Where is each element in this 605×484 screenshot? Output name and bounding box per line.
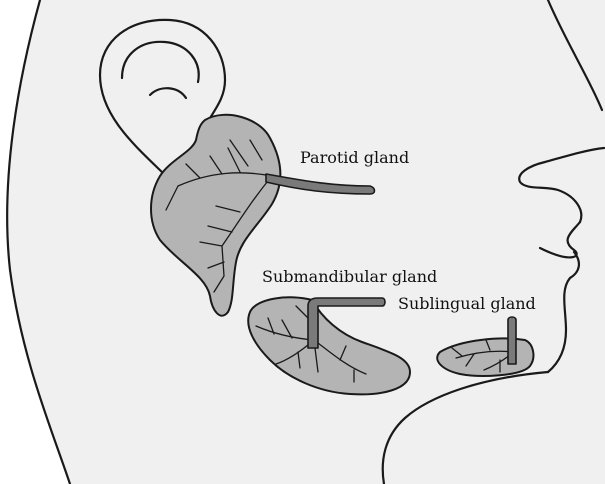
head-silhouette	[7, 0, 605, 484]
sublingual-duct	[508, 317, 516, 364]
label-parotid-gland: Parotid gland	[300, 148, 409, 167]
label-sublingual-gland: Sublingual gland	[398, 294, 536, 313]
label-submandibular-gland: Submandibular gland	[262, 267, 437, 286]
